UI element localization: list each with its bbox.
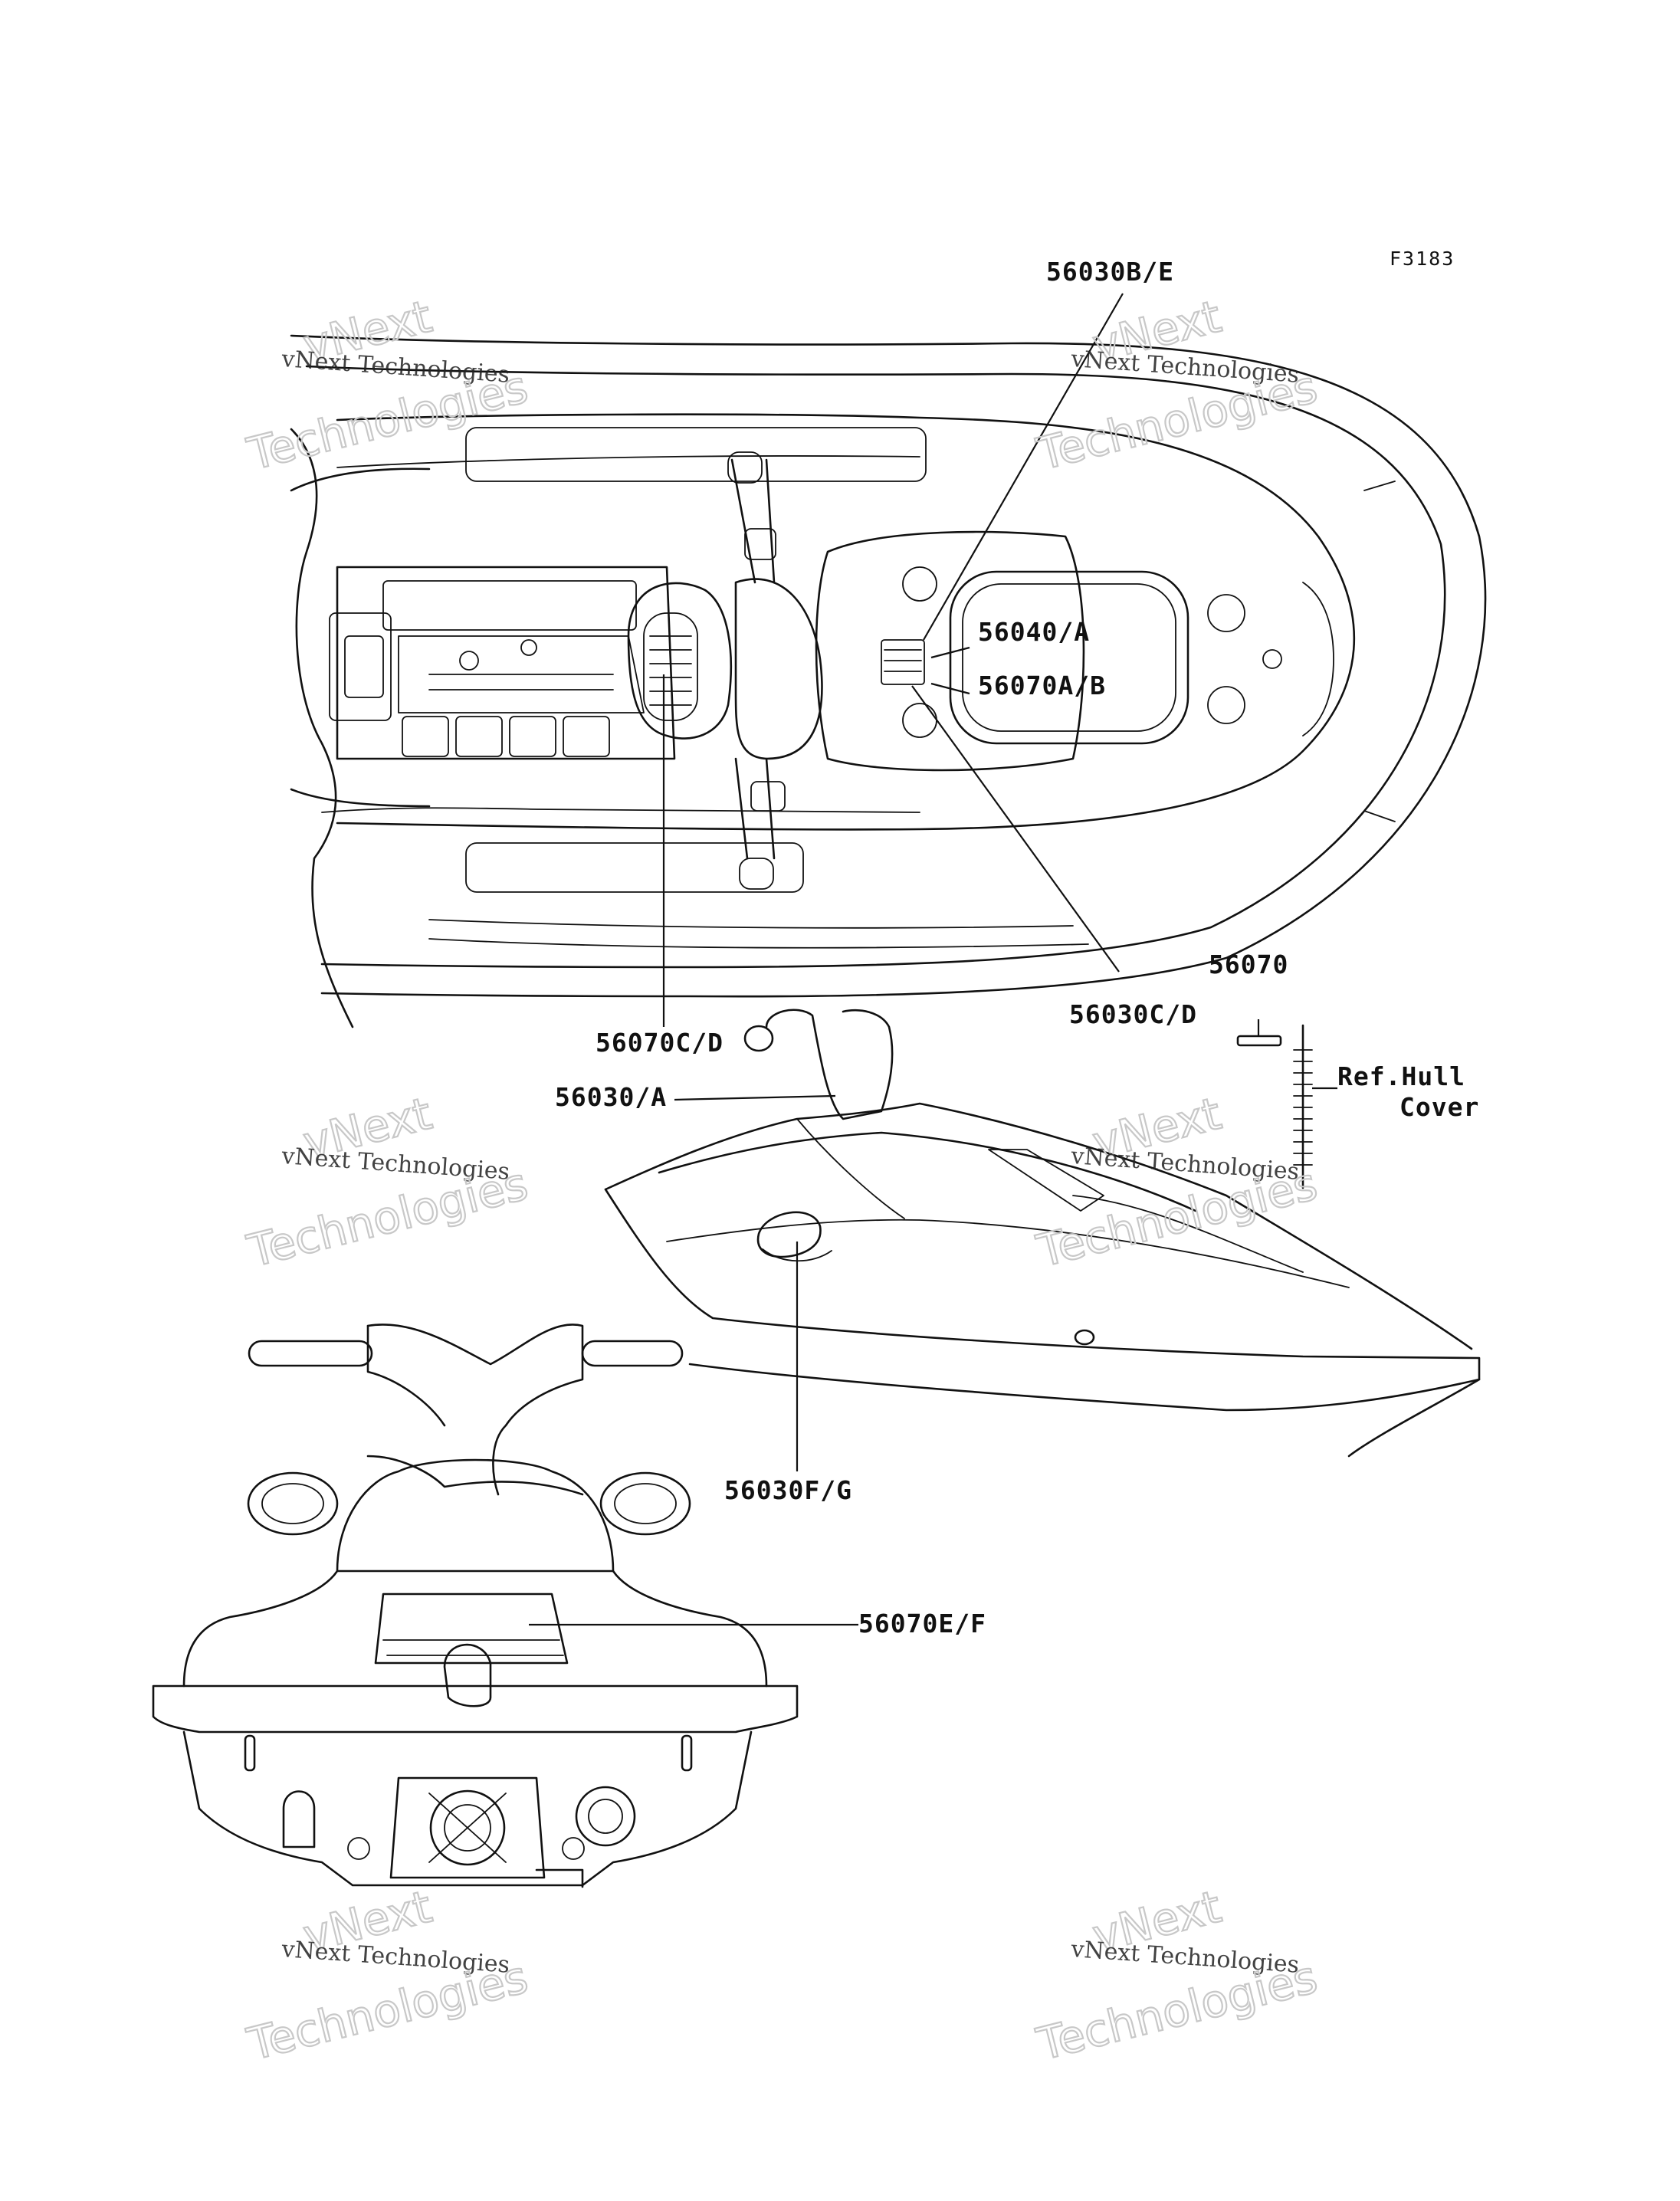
watermark-6: vNext vNext Technologies Technologies bbox=[1031, 1879, 1323, 2071]
leader-lines bbox=[529, 293, 1337, 1626]
label-56070[interactable]: 56070 bbox=[1209, 950, 1288, 979]
watermark-4: vNext vNext Technologies Technologies bbox=[1031, 1086, 1323, 1278]
watermark-3: vNext vNext Technologies Technologies bbox=[241, 1086, 533, 1278]
part-labels: F3183 56030B/E 56040/A 56070A/B 56030C/D… bbox=[555, 248, 1479, 1638]
watermark-1: vNext vNext Technologies Technologies bbox=[241, 289, 533, 481]
label-56040a[interactable]: 56040/A bbox=[978, 617, 1090, 647]
rear-view-drawing bbox=[152, 1324, 799, 1888]
label-56030fg[interactable]: 56030F/G bbox=[724, 1475, 852, 1505]
ref-note-line1: Ref.Hull bbox=[1337, 1061, 1465, 1091]
watermark-5: vNext vNext Technologies Technologies bbox=[241, 1879, 533, 2071]
side-view-drawing bbox=[604, 1009, 1481, 1458]
ref-note-line2: Cover bbox=[1399, 1092, 1479, 1122]
label-56070cd[interactable]: 56070C/D bbox=[596, 1028, 724, 1058]
figure-id: F3183 bbox=[1390, 248, 1455, 270]
label-56030a[interactable]: 56030/A bbox=[555, 1082, 667, 1112]
label-56070ef[interactable]: 56070E/F bbox=[858, 1609, 986, 1638]
watermark-2: vNext vNext Technologies Technologies bbox=[1031, 289, 1323, 481]
label-56030be[interactable]: 56030B/E bbox=[1046, 257, 1174, 287]
label-56070ab[interactable]: 56070A/B bbox=[978, 671, 1106, 700]
top-view-drawing bbox=[290, 334, 1487, 1028]
label-56030cd[interactable]: 56030C/D bbox=[1069, 999, 1197, 1029]
